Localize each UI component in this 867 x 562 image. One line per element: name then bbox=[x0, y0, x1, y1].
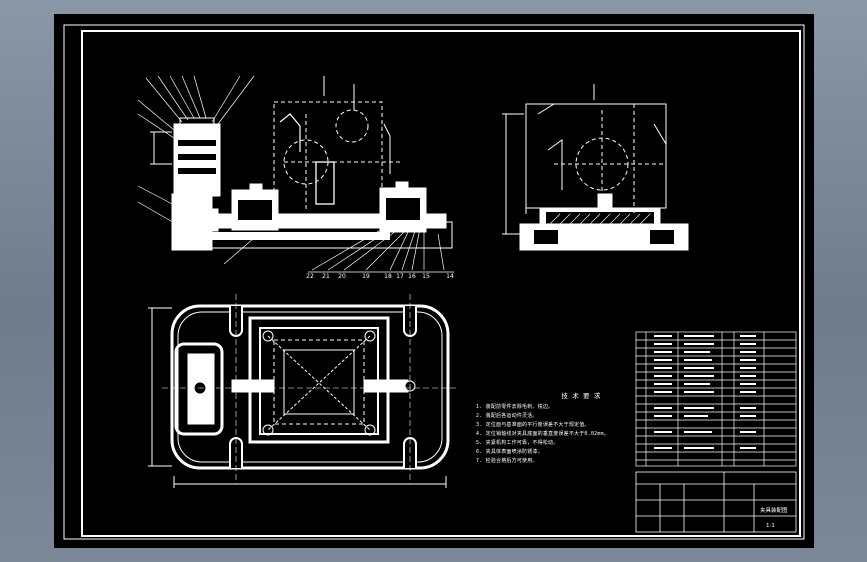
balloon-label: 22 bbox=[306, 273, 314, 280]
balloon-label: 18 bbox=[384, 273, 392, 280]
tech-req-item: 7. 检验合格后方可使用。 bbox=[476, 458, 538, 464]
tech-req-item: 6. 夹具体表面喷涂防锈漆。 bbox=[476, 449, 543, 455]
technical-requirements: 技 术 要 求 1. 装配前零件去除毛刺、锐边。 2. 装配后各运动件灵活。 3… bbox=[476, 392, 686, 466]
cad-viewport[interactable]: 22 21 20 19 18 17 16 15 14 bbox=[54, 14, 814, 548]
front-view bbox=[137, 75, 454, 273]
balloon-label: 21 bbox=[322, 273, 330, 280]
tech-req-item: 5. 夹紧机构工作可靠，不得松动。 bbox=[476, 440, 559, 446]
tech-req-item: 2. 装配后各运动件灵活。 bbox=[476, 413, 538, 419]
drawing-scale: 1:1 bbox=[766, 523, 775, 529]
parts-list-rows bbox=[636, 339, 796, 461]
balloon-label: 17 bbox=[396, 273, 404, 280]
front-view-balloons: 22 21 20 19 18 17 16 15 14 bbox=[306, 273, 454, 280]
outer-border bbox=[63, 24, 805, 540]
plate-outline bbox=[170, 304, 450, 470]
tech-req-item: 3. 定位面与基准面的平行度误差不大于规定值。 bbox=[476, 422, 590, 428]
plan-view bbox=[148, 294, 456, 488]
balloon-label: 15 bbox=[422, 273, 430, 280]
drawing-name: 夹具装配图 bbox=[760, 506, 788, 514]
balloon-label: 14 bbox=[446, 273, 454, 280]
tech-req-item: 1. 装配前零件去除毛刺、锐边。 bbox=[476, 404, 554, 410]
title-block bbox=[635, 471, 797, 533]
assembly-drawing: 22 21 20 19 18 17 16 15 14 bbox=[63, 24, 805, 540]
tech-req-title: 技 术 要 求 bbox=[561, 392, 601, 400]
inner-border bbox=[81, 30, 801, 537]
tech-req-item: 4. 定位销轴线对夹具底面的垂直度误差不大于0.02mm。 bbox=[476, 431, 609, 437]
balloon-label: 16 bbox=[408, 273, 416, 280]
balloon-label: 19 bbox=[362, 273, 370, 280]
parts-list bbox=[635, 331, 797, 467]
side-view bbox=[502, 84, 689, 251]
balloon-label: 20 bbox=[338, 273, 346, 280]
